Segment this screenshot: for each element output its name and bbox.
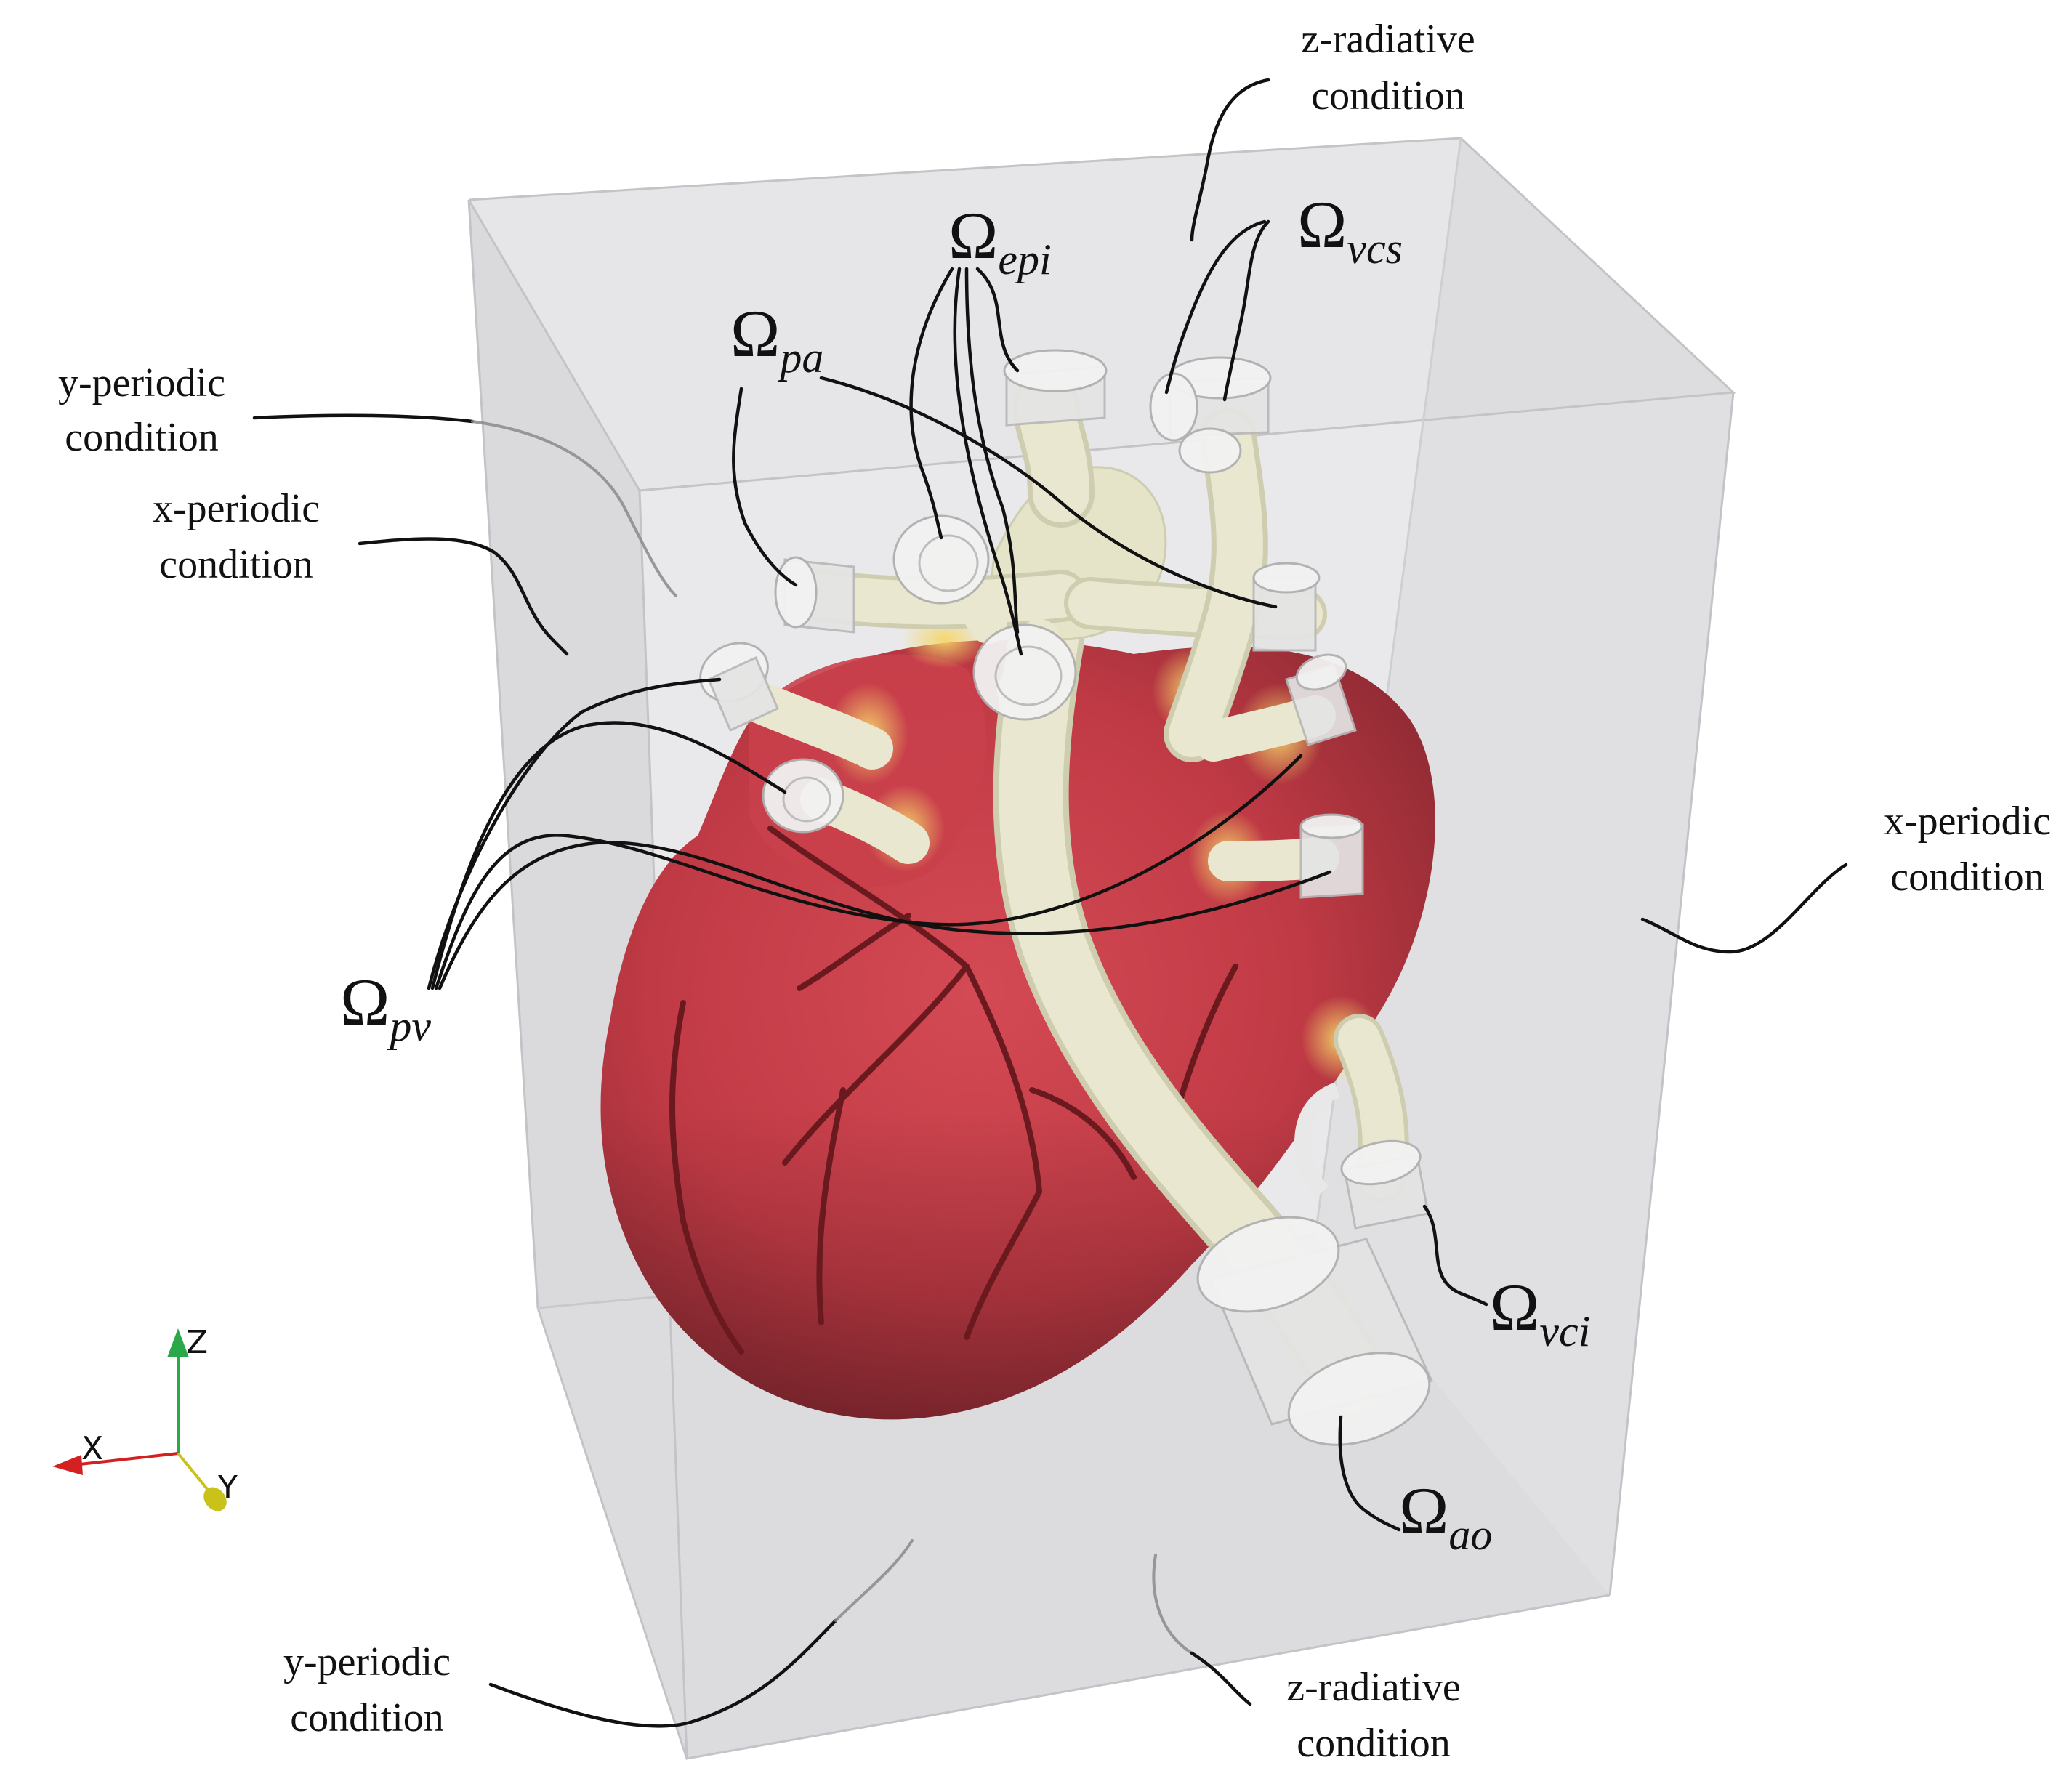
cap-epi-2-inner [918, 534, 979, 592]
y-axis-arrow [203, 1487, 227, 1511]
leader-ao [1338, 1415, 1401, 1532]
leader-epi-1 [975, 267, 1020, 373]
cap-pv-2-inner [782, 776, 831, 823]
box-edge-right-front [1608, 392, 1735, 1596]
cap-pv-1-body [707, 655, 779, 732]
box-back-face [469, 138, 1733, 491]
leader-y-periodic-bottom [488, 1618, 838, 1728]
x-axis-arrow [52, 1455, 83, 1475]
label-omega-pa: Ωpa [730, 296, 823, 382]
cap-epi-top-rim [1003, 349, 1108, 392]
cap-vcs-3 [1178, 427, 1242, 474]
coronary-vessel-5 [964, 1189, 1042, 1340]
vci-loop [1294, 1082, 1341, 1198]
leader-pa-left [732, 387, 798, 587]
label-z-radiative-top-1: z-radiative [1301, 17, 1475, 62]
leader-y-periodic-bottom-faint [834, 1539, 914, 1622]
label-omega-pv: Ωpv [340, 965, 431, 1050]
coronary-vessel-4 [964, 964, 1042, 1195]
leader-pv-3 [434, 754, 1303, 990]
axis-triad: Z X Y [52, 1324, 238, 1511]
label-x-periodic-right-1: x-periodic [1884, 799, 2051, 844]
leader-epi-4 [964, 267, 1020, 634]
domain-labels: Ωepi Ωvcs Ωpa Ωpv Ωvci Ωao [340, 187, 1590, 1559]
cap-epi-3-inner [994, 645, 1063, 706]
cap-vci-top [1340, 1139, 1422, 1186]
leader-vcs-1 [1164, 219, 1267, 395]
coronary-vessel-3 [816, 1087, 846, 1325]
label-omega-epi: Ωepi [948, 198, 1052, 283]
cap-pv-3-rim [1295, 653, 1347, 691]
leader-z-radiative-top [1190, 78, 1270, 242]
leader-z-radiative-bottom [1152, 1554, 1193, 1655]
coronary-vessel-1 [767, 826, 970, 969]
leader-y-periodic-left-faint [471, 420, 677, 597]
box-edge-left-back [467, 199, 539, 1309]
y-axis-label: Y [217, 1469, 238, 1506]
leader-lines [252, 78, 1848, 1728]
leader-vci [1422, 1204, 1488, 1307]
label-z-radiative-top-2: condition [1311, 73, 1465, 118]
label-x-periodic-left-1: x-periodic [153, 486, 320, 531]
z-axis-arrow [167, 1328, 189, 1357]
label-y-periodic-bottom-2: condition [290, 1695, 444, 1740]
leader-z-radiative-bottom-dark [1190, 1651, 1252, 1706]
coronary-vessel-6 [1029, 1087, 1137, 1180]
leader-y-periodic-left [252, 413, 475, 424]
label-x-periodic-right-2: condition [1890, 855, 2044, 900]
label-y-periodic-bottom-1: y-periodic [283, 1639, 451, 1684]
leader-epi-3 [953, 267, 1023, 656]
label-y-periodic-left-2: condition [65, 415, 219, 460]
cap-vcs-2 [1149, 372, 1198, 442]
cap-ao-rim-lower [1287, 1352, 1431, 1446]
label-z-radiative-bottom-1: z-radiative [1286, 1665, 1460, 1710]
y-axis-line [177, 1452, 212, 1495]
label-omega-vci: Ωvci [1490, 1270, 1590, 1355]
label-omega-vcs: Ωvcs [1297, 187, 1403, 273]
cap-epi-2 [892, 514, 990, 605]
cap-pv-4-rim [1299, 813, 1363, 839]
leader-x-periodic-left [358, 537, 569, 656]
leader-x-periodic-right [1640, 863, 1848, 954]
leader-pv-4 [438, 841, 1332, 990]
boundary-caps [699, 349, 1434, 1446]
label-y-periodic-left-1: y-periodic [58, 360, 225, 405]
coronary-vessel-9 [797, 913, 911, 991]
label-omega-ao: Ωao [1399, 1474, 1492, 1559]
leader-epi-2 [909, 267, 954, 540]
cap-pa-right-rim [1252, 562, 1321, 594]
label-z-radiative-bottom-2: condition [1297, 1721, 1451, 1766]
coronary-vessel-2 [782, 964, 970, 1166]
leader-pa-right [819, 376, 1278, 609]
x-axis-label: X [81, 1430, 103, 1467]
cap-epi-3 [972, 623, 1077, 721]
x-axis-line [79, 1452, 179, 1466]
coronary-vessel-7 [669, 1000, 744, 1355]
leader-vcs-2 [1222, 219, 1270, 402]
condition-labels: z-radiative condition y-periodic conditi… [58, 17, 2051, 1766]
leader-pv-2 [430, 721, 787, 990]
cap-ao-rim-upper [1196, 1216, 1340, 1313]
label-x-periodic-left-2: condition [159, 542, 313, 587]
box-edge-floor [536, 1307, 1611, 1760]
vcs-tube [1169, 413, 1263, 757]
cap-pa-left-rim [774, 556, 818, 629]
z-axis-label: Z [186, 1324, 208, 1361]
